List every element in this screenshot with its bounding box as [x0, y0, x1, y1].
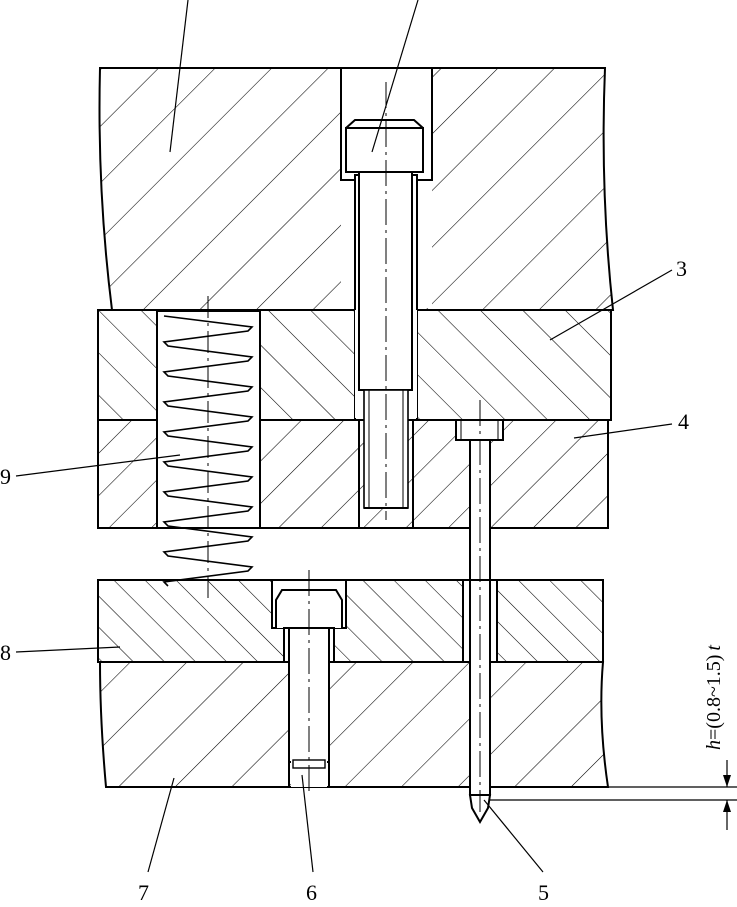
top-bolt — [340, 67, 433, 528]
dimension-h — [490, 760, 737, 830]
plate-8 — [97, 579, 604, 663]
label-7: 7 — [138, 880, 149, 905]
label-9: 9 — [0, 464, 11, 489]
dimension-t-var: t — [703, 645, 725, 651]
label-5: 5 — [538, 880, 549, 905]
spring-9 — [162, 315, 254, 587]
bottom-screw-6 — [271, 570, 347, 792]
dimension-h-text: h=(0.8~1.5) t — [703, 645, 725, 750]
label-6: 6 — [306, 880, 317, 905]
dimension-h-var: h — [703, 740, 725, 750]
pin-5 — [455, 400, 504, 825]
label-4: 4 — [678, 409, 689, 434]
label-8: 8 — [0, 640, 11, 665]
leader-lines — [15, 0, 673, 873]
plate-7 — [98, 661, 610, 788]
dimension-h-expr: =(0.8~1.5) — [703, 655, 725, 740]
label-3: 3 — [676, 256, 687, 281]
